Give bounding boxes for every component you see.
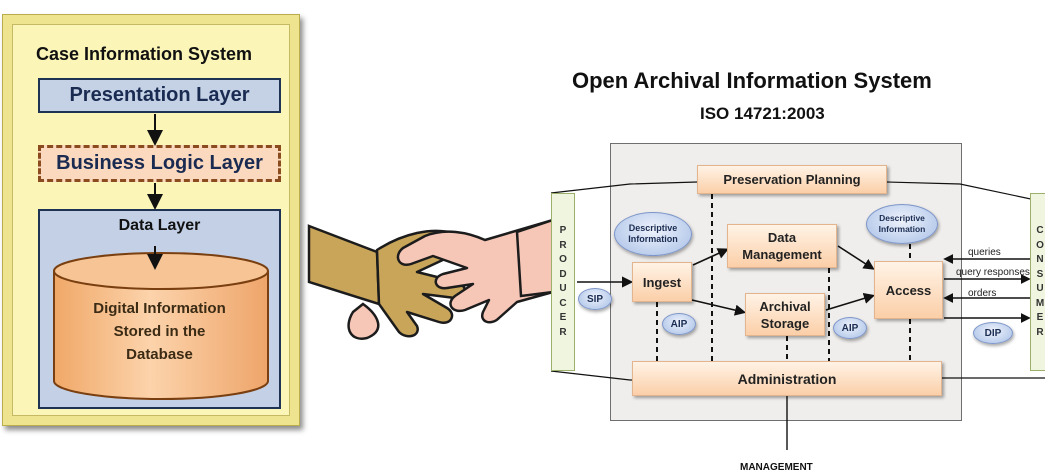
producer-bar: P R O D U C E R [551,193,575,371]
database-text-line-1: Digital Information [93,300,226,317]
database-cylinder-icon [53,252,269,400]
producer-letter: R [559,239,567,251]
consumer-letter: E [1036,312,1044,323]
consumer-letter: O [1036,239,1044,251]
consumer-letter: N [1036,254,1044,265]
business-logic-layer-label: Business Logic Layer [56,152,263,174]
presentation-layer-box: Presentation Layer [38,78,281,113]
archival-storage-line-1: Archival [759,298,811,314]
producer-letter: D [559,268,567,280]
oais-subtitle: ISO 14721:2003 [700,104,825,123]
descriptive-information-bubble-right: Descriptive Information [866,204,938,244]
archival-storage-line-2: Storage [760,315,810,331]
sip-bubble: SIP [578,288,612,310]
case-info-system-title: Case Information System [36,44,253,64]
administration-box: Administration [632,361,942,396]
oais-title: Open Archival Information System [572,68,932,93]
query-responses-label: query responses [956,267,1030,278]
presentation-layer-label: Presentation Layer [69,84,250,106]
database-text-line-3: Database [126,346,193,363]
dip-bubble: DIP [973,322,1013,344]
business-logic-layer-box: Business Logic Layer [38,145,281,182]
handshake-icon [307,218,555,340]
consumer-letter: R [1036,326,1044,338]
descriptive-info-left-line-2: Information [628,234,678,244]
descriptive-info-left-line-1: Descriptive [628,223,678,233]
database-text: Digital Information Stored in the Databa… [40,297,279,366]
archival-storage-box: Archival Storage [745,293,825,336]
preservation-planning-box: Preservation Planning [697,165,887,194]
access-box: Access [874,261,943,319]
consumer-bar: C O N S U M E R [1030,193,1045,371]
aip-bubble-left: AIP [662,313,696,335]
consumer-letter: U [1036,283,1044,294]
producer-letter: C [559,297,567,309]
data-layer-box: Data Layer Digital Information Stored in… [38,209,281,409]
orders-label: orders [968,288,997,299]
producer-letter: E [559,312,567,323]
producer-letter: R [559,326,567,338]
consumer-letter: C [1036,225,1044,236]
database-text-line-2: Stored in the [113,323,206,340]
descriptive-info-right-line-1: Descriptive [879,213,925,223]
data-layer-label: Data Layer [118,217,201,234]
data-management-line-2: Management [742,247,822,262]
producer-letter: U [559,283,567,294]
consumer-letter: M [1035,297,1045,309]
descriptive-information-bubble-left: Descriptive Information [614,212,692,256]
management-label: MANAGEMENT [740,462,813,473]
aip-bubble-right: AIP [833,317,867,339]
ingest-box: Ingest [632,262,692,302]
descriptive-info-right-line-2: Information [878,224,926,234]
producer-letter: P [559,225,567,236]
queries-label: queries [968,247,1001,258]
data-management-box: Data Management [727,224,837,268]
producer-letter: O [559,254,567,265]
data-management-line-1: Data [767,230,797,245]
consumer-letter: S [1036,268,1044,280]
